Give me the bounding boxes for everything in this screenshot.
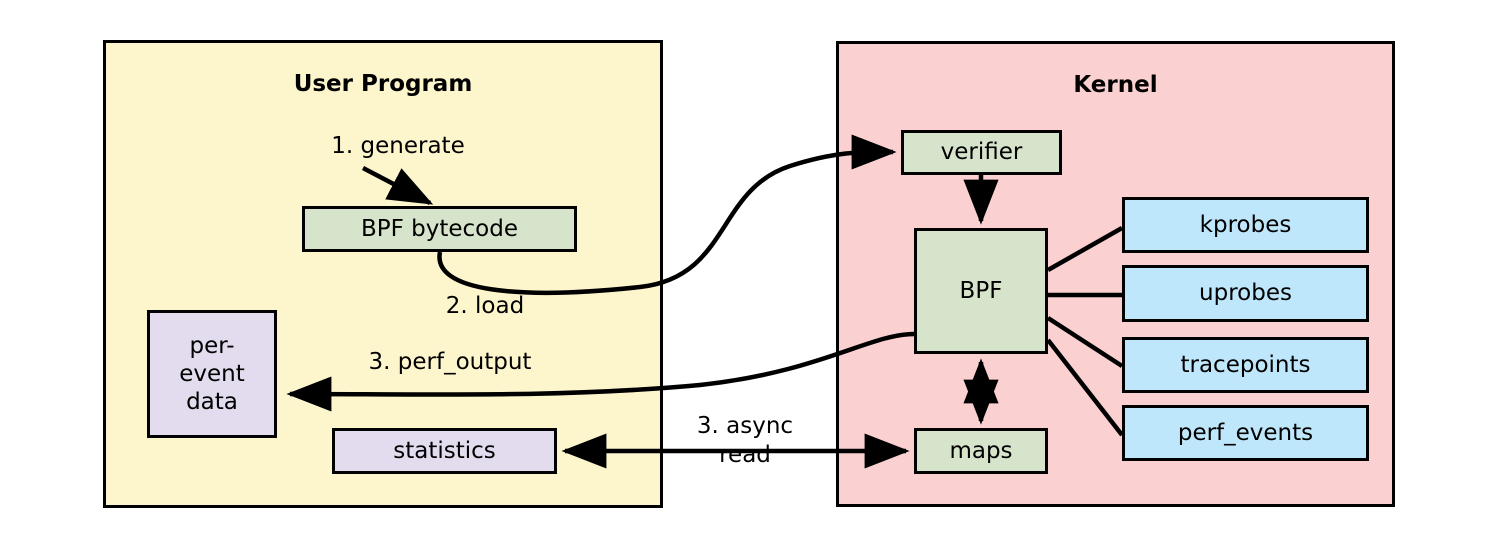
node-perf-events-label: perf_events [1177,419,1314,446]
node-bpf[interactable]: BPF [914,228,1048,354]
node-kprobes[interactable]: kprobes [1122,197,1369,253]
node-maps[interactable]: maps [914,428,1048,474]
node-verifier[interactable]: verifier [901,130,1062,175]
node-per-event-data[interactable]: per- event data [147,310,277,438]
panel-kernel-title: Kernel [1073,72,1158,98]
node-kprobes-label: kprobes [1199,211,1292,238]
node-uprobes[interactable]: uprobes [1122,265,1369,322]
node-uprobes-label: uprobes [1199,280,1292,307]
node-statistics-label: statistics [393,437,496,464]
node-statistics[interactable]: statistics [332,428,557,474]
node-bpf-bytecode[interactable]: BPF bytecode [302,206,577,252]
edge-label-load: 2. load [445,293,525,319]
node-verifier-label: verifier [940,139,1023,166]
node-perf-events[interactable]: perf_events [1122,405,1369,461]
edge-label-generate: 1. generate [331,133,465,159]
node-per-event-data-label: per- event data [179,332,245,416]
node-tracepoints-label: tracepoints [1180,351,1311,378]
edge-label-async-read: 3. async read [696,413,794,468]
node-tracepoints[interactable]: tracepoints [1122,337,1369,393]
node-maps-label: maps [949,437,1013,464]
node-bpf-bytecode-label: BPF bytecode [360,215,519,242]
node-bpf-label: BPF [959,277,1003,304]
edge-label-perf-output: 3. perf_output [368,349,532,375]
panel-user-program-title: User Program [293,71,473,97]
